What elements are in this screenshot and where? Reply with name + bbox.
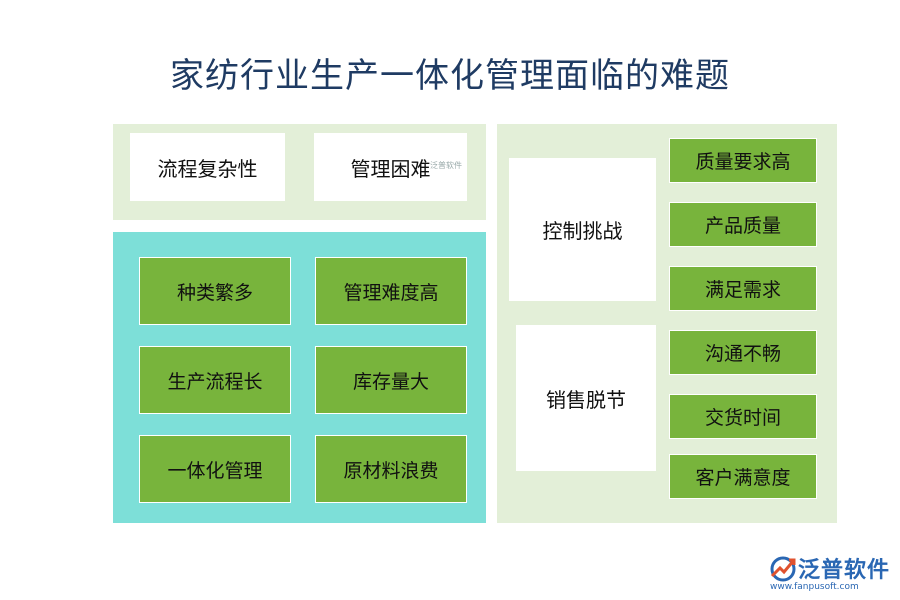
card-meet-demand: 满足需求	[669, 266, 817, 311]
card-raw-material-waste: 原材料浪费	[315, 435, 467, 503]
card-management-difficulty: 管理困难	[314, 133, 467, 201]
group-sales-disconnect: 销售脱节	[516, 325, 656, 471]
card-high-management-difficulty: 管理难度高	[315, 257, 467, 325]
card-process-complexity: 流程复杂性	[130, 133, 285, 201]
card-customer-satisfaction: 客户满意度	[669, 454, 817, 499]
card-delivery-time: 交货时间	[669, 394, 817, 439]
card-poor-communication: 沟通不畅	[669, 330, 817, 375]
card-product-quality: 产品质量	[669, 202, 817, 247]
card-high-quality-requirements: 质量要求高	[669, 138, 817, 183]
brand-logo: 泛普软件 www.fanpusoft.com	[768, 552, 893, 596]
card-integrated-management: 一体化管理	[139, 435, 291, 503]
group-control-challenge: 控制挑战	[509, 158, 656, 301]
logo-name: 泛普软件	[798, 558, 891, 583]
logo-icon	[770, 556, 796, 582]
logo-url: www.fanpusoft.com	[770, 582, 859, 592]
card-large-inventory: 库存量大	[315, 346, 467, 414]
watermark-text: 泛普软件	[430, 161, 462, 170]
page-title: 家纺行业生产一体化管理面临的难题	[170, 56, 730, 96]
card-many-varieties: 种类繁多	[139, 257, 291, 325]
card-long-production-process: 生产流程长	[139, 346, 291, 414]
